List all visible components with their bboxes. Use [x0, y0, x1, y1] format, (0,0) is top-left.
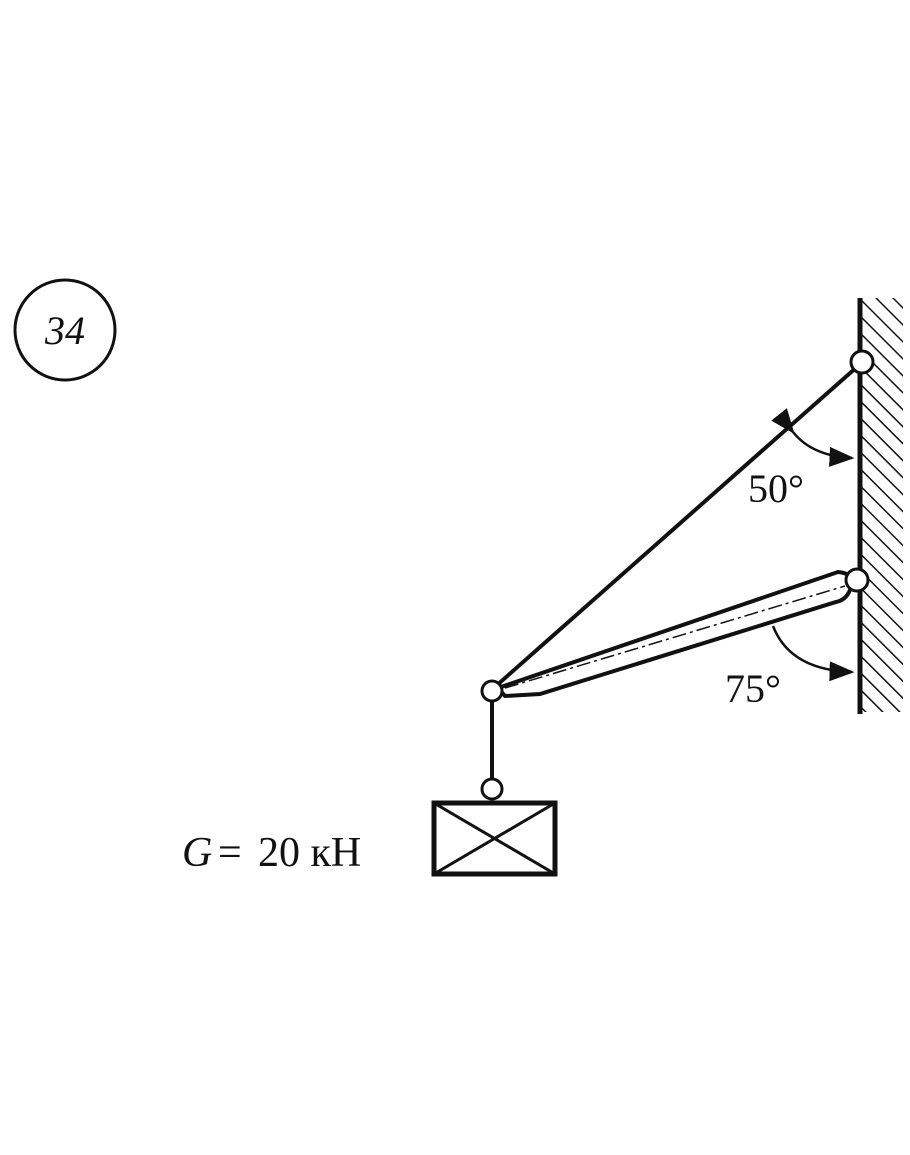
problem-number-badge: 34 [13, 278, 117, 382]
angle-arc-50 [771, 408, 855, 467]
node-pin [480, 679, 504, 703]
top-wall-pin [849, 349, 875, 375]
angle-label-50: 50° [748, 466, 804, 511]
problem-number: 34 [44, 308, 85, 353]
load-equals: = [218, 830, 242, 876]
load-ring [480, 777, 504, 801]
load-box [431, 800, 558, 877]
angle-arc-75 [771, 625, 855, 682]
rod [494, 569, 855, 699]
angle-label-75: 75° [725, 666, 781, 711]
load-symbol: G [182, 830, 212, 876]
lower-wall-pin [844, 567, 870, 593]
load-label: G = 20 кН [182, 830, 361, 876]
load-value: 20 кН [258, 830, 361, 876]
